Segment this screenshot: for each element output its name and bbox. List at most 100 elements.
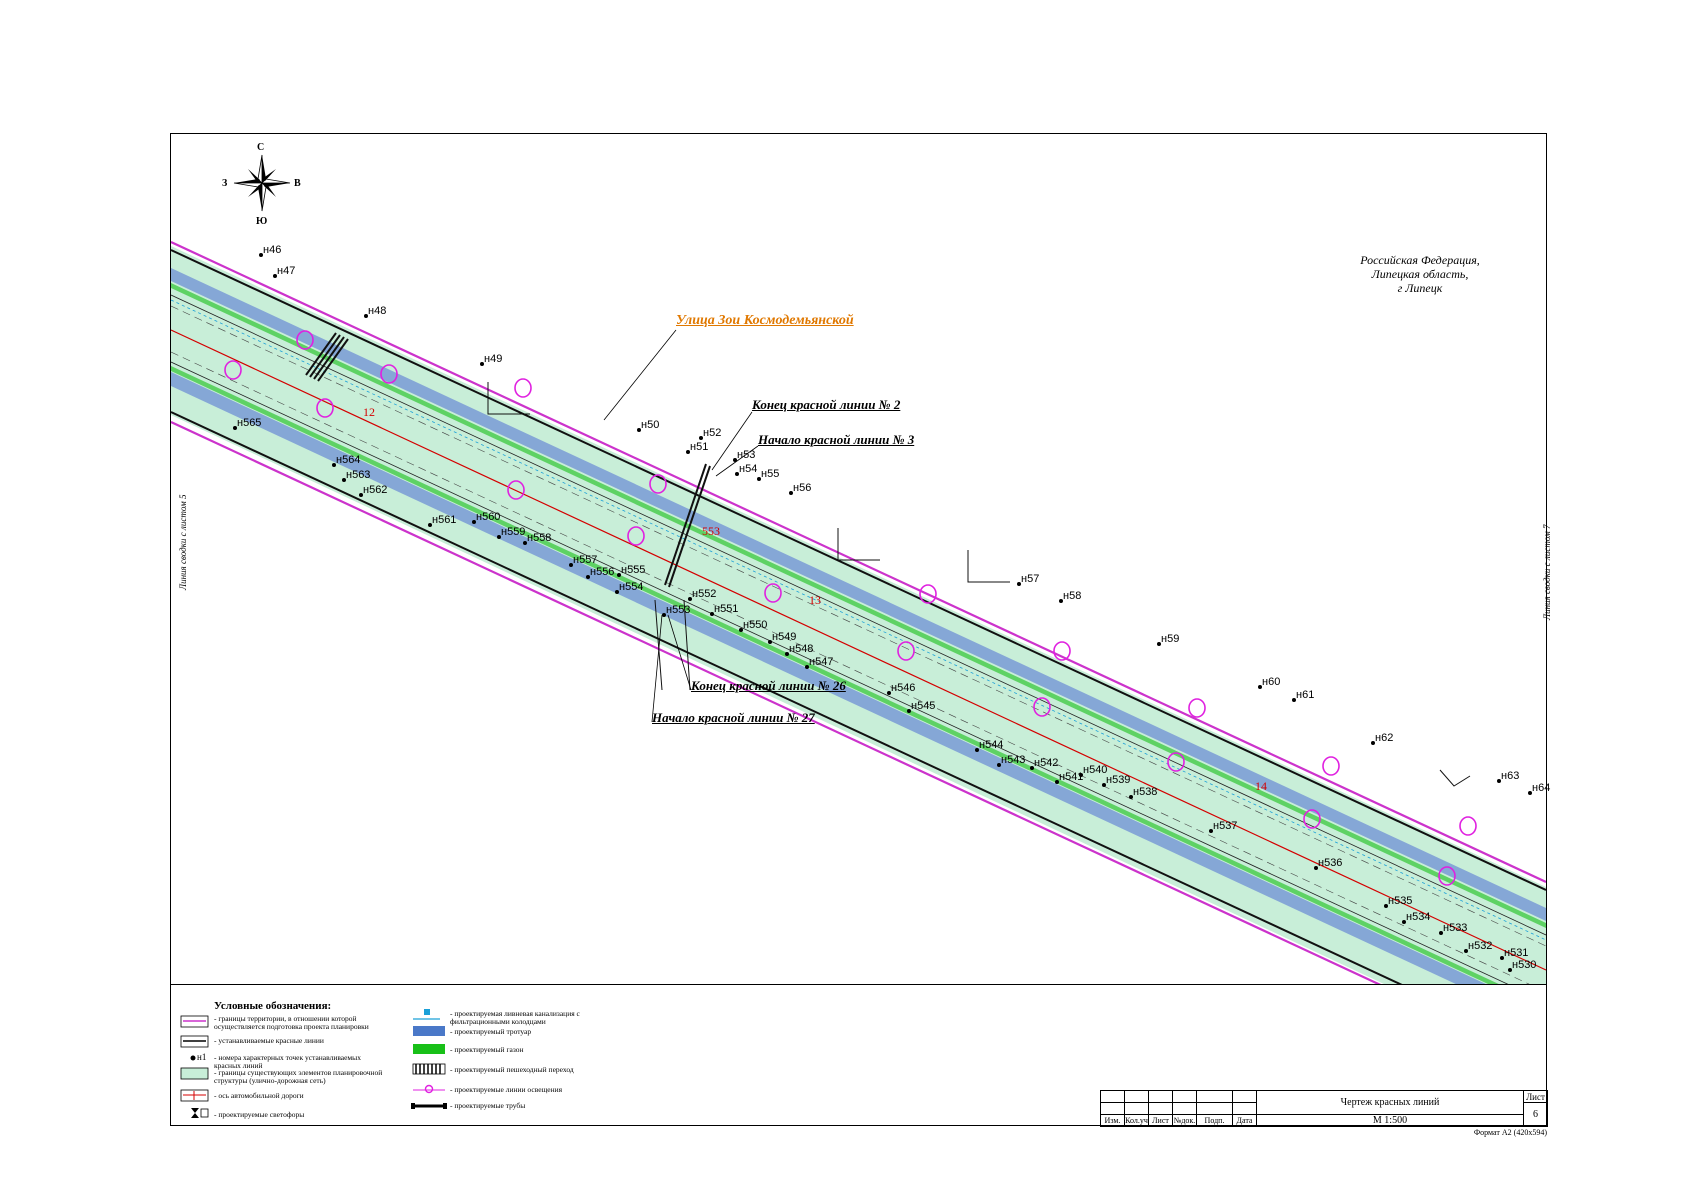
legend-title: Условные обозначения: — [214, 1000, 332, 1012]
red-line-point-label: н53 — [737, 449, 756, 461]
tb-col-izm: Изм. — [1100, 1114, 1125, 1127]
red-line-point-marker — [637, 428, 641, 432]
red-line-point-marker — [1017, 582, 1021, 586]
red-line-point-marker — [1157, 642, 1161, 646]
red-line-point-marker — [789, 491, 793, 495]
red-line-point-label: н558 — [527, 532, 552, 544]
red-line-point-label: н47 — [277, 265, 296, 277]
red-line-point-marker — [1209, 829, 1213, 833]
legend-item: - проектируемые трубы — [450, 1101, 526, 1110]
curb-line-1 — [171, 294, 1546, 936]
red-line-point-marker — [757, 477, 761, 481]
callout-start-line-3: Начало красной линии № 3 — [758, 432, 915, 447]
tb-col-ndok: №док. — [1172, 1114, 1197, 1127]
location-header: Российская Федерация, Липецкая область, … — [1340, 253, 1500, 295]
red-line-point-marker — [805, 665, 809, 669]
red-line-point-marker — [997, 763, 1001, 767]
red-line-point-marker — [497, 535, 501, 539]
red-line-point-label: н561 — [432, 514, 457, 526]
red-line-point-label: н530 — [1512, 959, 1537, 971]
legend-item: - проектируемая ливневая канализация с ф… — [450, 1009, 580, 1026]
sheet-label: Лист — [1523, 1090, 1548, 1103]
red-line-point-marker — [1528, 791, 1532, 795]
callout-start-line-27: Начало красной линии № 27 — [652, 710, 815, 725]
red-line-point-marker — [735, 472, 739, 476]
legend-item: - границы территории, в отношении которо… — [214, 1014, 369, 1031]
red-line-point-label: н551 — [714, 603, 739, 615]
legend-item: - проектируемые светофоры — [214, 1110, 305, 1119]
red-line-point-label: н64 — [1532, 782, 1551, 794]
sheet-number: 6 — [1523, 1102, 1548, 1127]
tb-col-data: Дата — [1232, 1114, 1257, 1127]
red-line-point-marker — [785, 652, 789, 656]
red-line-point-label: н51 — [690, 441, 709, 453]
lane-line-2 — [171, 351, 1530, 984]
compass-north: С — [257, 142, 265, 153]
callout-end-line-2: Конец красной линии № 2 — [752, 397, 901, 412]
red-line-point-label: н58 — [1063, 590, 1082, 602]
red-line-point-label: н540 — [1083, 764, 1108, 776]
red-line-point-marker — [1292, 698, 1296, 702]
red-line-point-marker — [332, 463, 336, 467]
red-line-point-label: н556 — [590, 566, 615, 578]
red-line-top — [171, 249, 1546, 891]
red-line-point-label: н544 — [979, 739, 1004, 751]
lawn-bottom — [171, 366, 1499, 984]
red-line-point-marker — [480, 362, 484, 366]
compass-east: В — [294, 178, 301, 189]
red-line-point-label: н60 — [1262, 676, 1281, 688]
tb-col-list: Лист — [1148, 1114, 1173, 1127]
legend-item: - проектируемый тротуар — [450, 1027, 532, 1036]
legend-item: - проектируемый пешеходный переход — [450, 1065, 574, 1074]
project-boundary-top — [171, 241, 1546, 883]
red-line-point-marker — [1258, 685, 1262, 689]
red-line-point-label: н538 — [1133, 786, 1158, 798]
red-line-point-label: н57 — [1021, 573, 1040, 585]
sidewalk-top — [171, 268, 1546, 921]
legend-item: - границы существующих элементов планиро… — [214, 1068, 383, 1085]
legend-separator — [171, 984, 1546, 985]
road-axis — [171, 329, 1546, 971]
red-line-point-marker — [428, 523, 432, 527]
red-line-point-label: н50 — [641, 419, 660, 431]
format-note: Формат А2 (420х594) — [1473, 1128, 1547, 1137]
red-line-point-label: н531 — [1504, 947, 1529, 959]
red-line-point-marker — [1500, 956, 1504, 960]
red-line-point-label: н59 — [1161, 633, 1180, 645]
pedestrian-crossing-west — [305, 332, 349, 382]
red-line-point-marker — [1371, 741, 1375, 745]
red-line-point-label: н536 — [1318, 857, 1343, 869]
red-line-point-label: н54 — [739, 463, 758, 475]
lighting-poles — [224, 330, 1477, 886]
compass-rose — [233, 154, 291, 212]
red-line-point-marker — [364, 314, 368, 318]
red-line-point-marker — [472, 520, 476, 524]
legend-item: - проектируемые линии освещения — [450, 1085, 563, 1094]
red-line-point-label: н543 — [1001, 754, 1026, 766]
red-line-point-marker — [617, 573, 621, 577]
legend-item: - ось автомобильной дороги — [214, 1091, 304, 1100]
title-block-table: Чертеж красных линий Лист 6 Изм. Кол.уч … — [1100, 1090, 1548, 1127]
red-line-point-marker — [1079, 773, 1083, 777]
side-label-left: Линия сводки с листом 5 — [178, 494, 188, 590]
red-line-point-label: н533 — [1443, 922, 1468, 934]
red-line-point-marker — [733, 458, 737, 462]
red-line-point-marker — [1439, 931, 1443, 935]
red-line-point-label: н564 — [336, 454, 361, 466]
legend-item: - устанавливаемые красные линии — [214, 1036, 324, 1045]
red-line-point-marker — [739, 628, 743, 632]
red-line-point-marker — [342, 478, 346, 482]
red-line-point-label: н546 — [891, 682, 916, 694]
red-line-point-label: н559 — [501, 526, 526, 538]
red-line-point-marker — [907, 709, 911, 713]
red-line-point-label: н532 — [1468, 940, 1493, 952]
red-line-point-label: н565 — [237, 417, 262, 429]
red-line-point-marker — [273, 274, 277, 278]
red-line-point-label: н62 — [1375, 732, 1394, 744]
red-line-point-marker — [1102, 783, 1106, 787]
legend-point-marker: н1 — [197, 1052, 207, 1062]
red-line-point-label: н560 — [476, 511, 501, 523]
callout-end-line-26: Конец красной линии № 26 — [691, 678, 846, 693]
compass-west: З — [222, 178, 228, 189]
